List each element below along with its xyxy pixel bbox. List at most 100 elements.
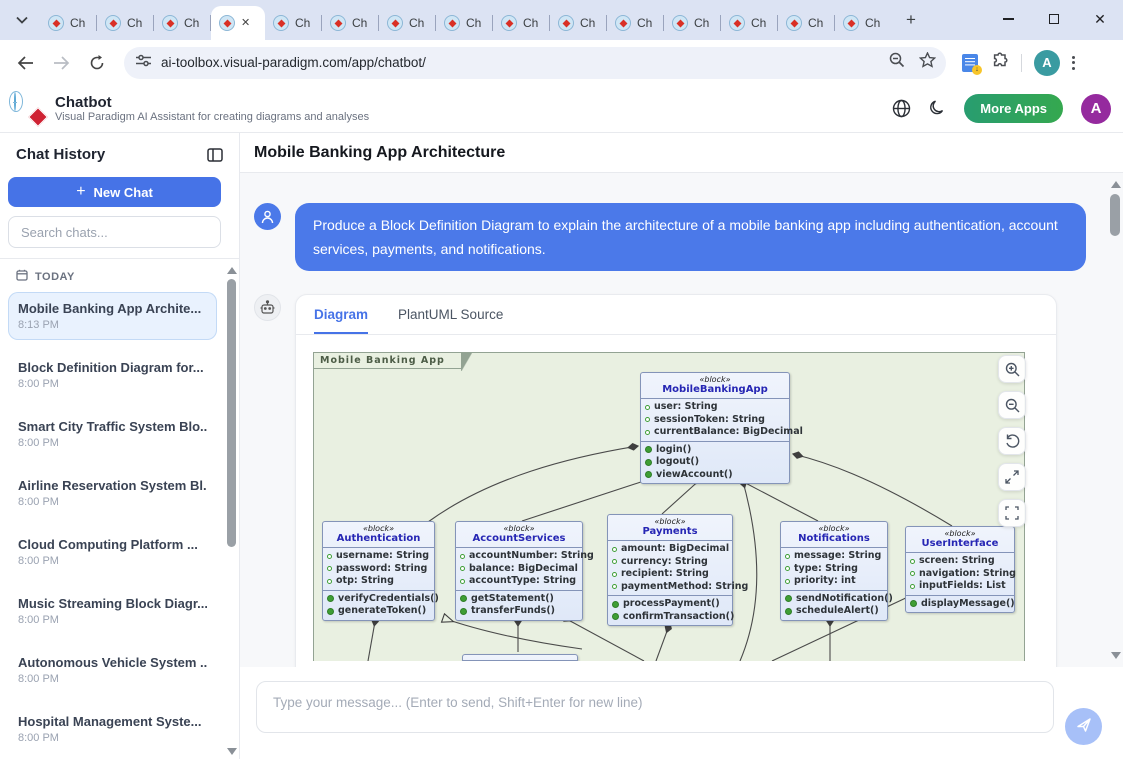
chat-history-item[interactable]: Hospital Management Syste...8:00 PM [8,705,217,753]
app-title: Chatbot [55,94,369,111]
window-close-button[interactable]: ✕ [1077,0,1123,38]
sidebar-scrollbar-thumb[interactable] [227,279,236,547]
browser-tab[interactable]: Ch [778,6,835,40]
browser-tab[interactable]: Ch [721,6,778,40]
tab-title: Ch [751,16,766,30]
zoom-in-button[interactable] [998,355,1026,383]
chat-history-item[interactable]: Smart City Traffic System Blo...8:00 PM [8,410,217,458]
tab-search-chevron-icon[interactable] [8,6,36,34]
url-text[interactable]: ai-toolbox.visual-paradigm.com/app/chatb… [161,55,879,70]
window-maximize-button[interactable] [1031,0,1077,38]
tab-close-icon[interactable]: ✕ [241,18,250,29]
tab-diagram[interactable]: Diagram [314,307,368,334]
browser-tab-active[interactable]: ✕ [211,6,265,40]
browser-tab[interactable]: Ch [436,6,493,40]
chat-history-item[interactable]: Cloud Computing Platform ...8:00 PM [8,528,217,576]
attribute-icon [612,547,617,552]
reading-list-icon[interactable]: ↓ [962,54,978,72]
sidebar-title: Chat History [16,146,105,163]
block-operation: sendNotification() [785,593,883,606]
visual-paradigm-favicon [219,15,235,31]
browser-tab[interactable]: Ch [835,6,892,40]
chat-item-title: Smart City Traffic System Blo... [18,419,207,434]
more-apps-button[interactable]: More Apps [964,94,1063,123]
browser-menu-icon[interactable] [1072,56,1075,70]
extensions-puzzle-icon[interactable] [990,51,1009,75]
browser-tab[interactable]: Ch [97,6,154,40]
back-button[interactable] [10,48,40,78]
diagram-canvas[interactable]: Mobile Banking App [310,349,1042,661]
block-operation: displayMessage() [910,598,1010,611]
window-controls: ✕ [985,0,1123,40]
chat-history-item[interactable]: Block Definition Diagram for...8:00 PM [8,351,217,399]
main-scrollbar[interactable] [1109,179,1122,661]
block-attribute: message: String [785,550,883,563]
scroll-down-arrow-icon[interactable] [227,748,237,755]
browser-tab[interactable]: Ch [379,6,436,40]
attribute-icon [460,579,465,584]
send-button[interactable] [1065,708,1102,745]
operation-icon [645,459,652,466]
search-chats-input[interactable] [8,216,221,248]
block-attribute: username: String [327,550,430,563]
attribute-icon [785,554,790,559]
forward-button[interactable] [46,48,76,78]
window-minimize-button[interactable] [985,0,1031,38]
block-stereotype: «block» [644,375,786,384]
address-bar[interactable]: ai-toolbox.visual-paradigm.com/app/chatb… [124,47,946,79]
zoom-out-button[interactable] [998,391,1026,419]
browser-tab[interactable]: Ch [265,6,322,40]
block-attribute: screen: String [910,555,1010,568]
visual-paradigm-favicon [558,15,574,31]
browser-tab[interactable]: Ch [154,6,211,40]
browser-tab[interactable]: Ch [607,6,664,40]
chat-history-item[interactable]: Airline Reservation System Bl...8:00 PM [8,469,217,517]
language-globe-icon[interactable] [892,99,911,118]
block-stereotype: «block» [611,517,729,526]
browser-tab[interactable]: Ch [322,6,379,40]
fit-screen-button[interactable] [998,499,1026,527]
chat-history-item[interactable]: Autonomous Vehicle System ...8:00 PM [8,646,217,694]
main-scroll-down-icon[interactable] [1111,652,1121,659]
visual-paradigm-logo [14,93,45,124]
collapse-sidebar-icon[interactable] [207,148,223,162]
block-stereotype: «block» [784,524,884,533]
attribute-icon [910,571,915,576]
browser-profile-avatar[interactable]: A [1034,50,1060,76]
block-name: Authentication [326,533,431,544]
dark-mode-moon-icon[interactable] [929,100,946,117]
browser-tab[interactable]: Ch [664,6,721,40]
new-tab-button[interactable]: + [898,7,924,33]
browser-tab[interactable]: Ch [40,6,97,40]
new-chat-button[interactable]: + New Chat [8,177,221,207]
main-scroll-up-icon[interactable] [1111,181,1121,188]
reset-view-button[interactable] [998,427,1026,455]
message-input[interactable] [256,681,1054,733]
attribute-icon [612,572,617,577]
chat-history-item[interactable]: Music Streaming Block Diagr...8:00 PM [8,587,217,635]
app-header: Chatbot Visual Paradigm AI Assistant for… [0,85,1123,133]
block-operation: getStatement() [460,593,578,606]
block-operation: processPayment() [612,598,728,611]
operation-icon [460,608,467,615]
tab-title: Ch [580,16,595,30]
scroll-up-arrow-icon[interactable] [227,267,237,274]
block-operation: logout() [645,456,785,469]
browser-tab[interactable]: Ch [493,6,550,40]
block-operation: viewAccount() [645,469,785,482]
expand-button[interactable] [998,463,1026,491]
result-tabs: Diagram PlantUML Source [296,295,1056,335]
bookmark-star-icon[interactable] [919,52,936,73]
user-avatar[interactable]: A [1081,94,1111,124]
tab-plantuml-source[interactable]: PlantUML Source [398,307,503,334]
operation-icon [645,471,652,478]
page-zoom-icon[interactable] [889,52,905,73]
toolbar-divider [1021,54,1022,72]
sidebar-scrollbar[interactable] [225,265,237,757]
main-scrollbar-thumb[interactable] [1110,194,1120,236]
chat-history-item[interactable]: Mobile Banking App Archite...8:13 PM [8,292,217,340]
browser-tab[interactable]: Ch [550,6,607,40]
reload-button[interactable] [82,48,112,78]
site-settings-icon[interactable] [136,54,151,72]
chat-history-sidebar: Chat History + New Chat TODAY Mobile Ban… [0,133,240,759]
